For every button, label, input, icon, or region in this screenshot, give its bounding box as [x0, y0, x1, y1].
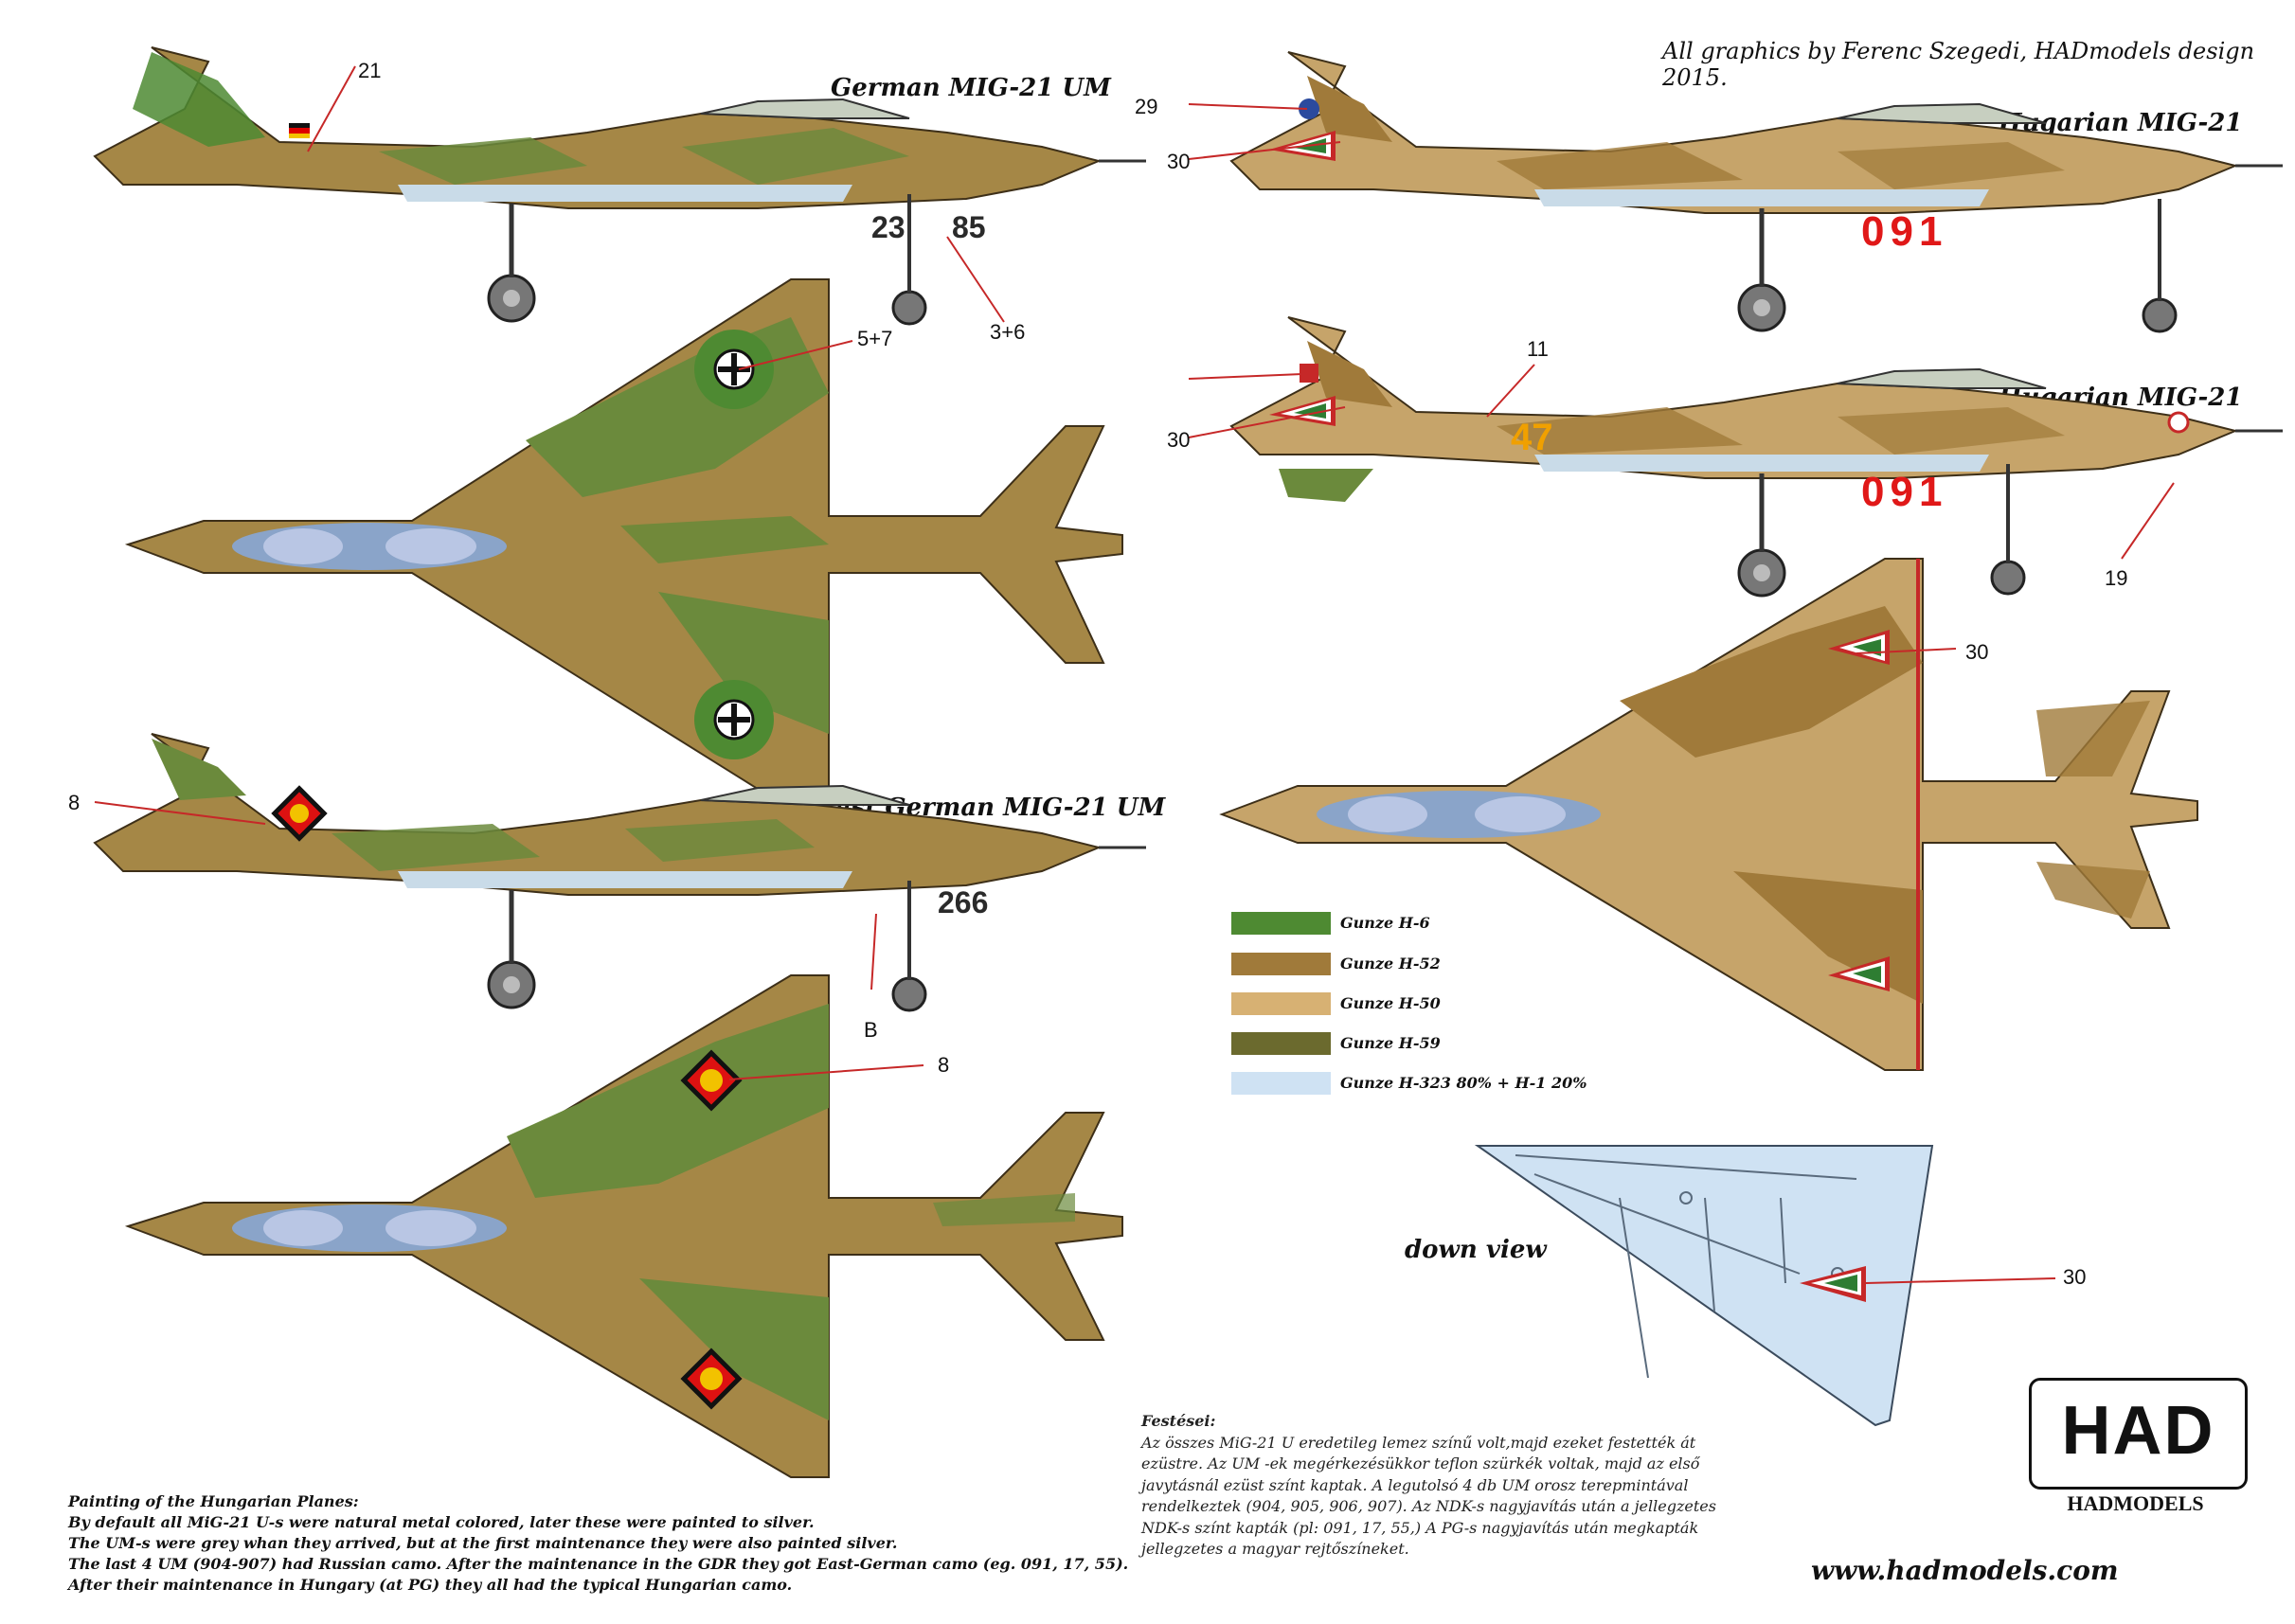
callout-5-7: 5+7	[857, 327, 893, 350]
notes-en-line: By default all MiG-21 U-s were natural m…	[68, 1513, 815, 1531]
swatch-h50	[1231, 992, 1331, 1015]
logo-subtitle: HADMODELS	[2067, 1491, 2204, 1515]
notes-hu-heading: Festései:	[1141, 1412, 1216, 1430]
notes-hu-line: Az összes MiG-21 U eredetileg lemez szín…	[1141, 1433, 1696, 1452]
swatch-h6	[1231, 912, 1331, 935]
swatch-h59	[1231, 1032, 1331, 1055]
notes-hungarian: Festései: Az összes MiG-21 U eredetileg …	[1141, 1411, 1716, 1561]
logo-frame	[2029, 1378, 2248, 1490]
swatch-label-h6: Gunze H-6	[1340, 914, 1430, 932]
hadmodels-logo: HAD HADMODELS	[2019, 1378, 2251, 1520]
callout-30d: 30	[2063, 1265, 2087, 1289]
notes-en-heading: Painting of the Hungarian Planes:	[68, 1492, 359, 1510]
german-serial-left: 23	[871, 210, 905, 244]
notes-en-line: The UM-s were grey whan they arrived, bu…	[68, 1534, 898, 1552]
callout-3-6: 3+6	[990, 320, 1026, 344]
logo-text: HAD	[2061, 1393, 2215, 1469]
hungarian-serial-2: 091	[1861, 469, 1948, 515]
notes-hu-line: javytásnál ezüst színt kaptak. A legutol…	[1141, 1475, 1689, 1494]
notes-en-line: The last 4 UM (904-907) had Russian camo…	[68, 1555, 1129, 1573]
credit-text: All graphics by Ferenc Szegedi, HADmodel…	[1662, 38, 2255, 91]
east-german-serial: 266	[938, 885, 989, 919]
title-german: German MIG-21 UM	[831, 74, 1111, 102]
callout-29: 29	[1135, 95, 1158, 118]
notes-hu-line: rendelkeztek (904, 905, 906, 907). Az ND…	[1141, 1497, 1716, 1515]
swatch-label-h52: Gunze H-52	[1340, 955, 1441, 973]
german-serial-right: 85	[952, 210, 986, 244]
callout-11: 11	[1527, 337, 1549, 361]
swatch-label-h59: Gunze H-59	[1340, 1034, 1441, 1052]
title-down-view: down view	[1405, 1236, 1547, 1264]
callout-8a: 8	[68, 791, 81, 814]
hungarian-tail-number: 47	[1511, 417, 1553, 458]
callout-21: 21	[358, 59, 382, 82]
hungarian-serial-1: 091	[1861, 208, 1948, 255]
callout-30b: 30	[1167, 428, 1191, 452]
callout-30c: 30	[1965, 640, 1989, 664]
callout-b: B	[864, 1018, 878, 1042]
swatch-h52	[1231, 953, 1331, 975]
callout-8b: 8	[938, 1053, 950, 1077]
website-link[interactable]: www.hadmodels.com	[1811, 1555, 2119, 1586]
notes-en-line: After their maintenance in Hungary (at P…	[68, 1576, 793, 1594]
callout-19: 19	[2105, 566, 2128, 590]
callout-30a: 30	[1167, 150, 1191, 173]
notes-english: Painting of the Hungarian Planes: By def…	[68, 1491, 1128, 1596]
notes-hu-line: NDK-s színt kapták (pl: 091, 17, 55,) A …	[1141, 1518, 1699, 1537]
notes-hu-line: jellegzetes a magyar rejtőszíneket.	[1141, 1540, 1409, 1558]
swatch-h323	[1231, 1072, 1331, 1095]
swatch-label-h323: Gunze H-323 80% + H-1 20%	[1340, 1074, 1587, 1092]
notes-hu-line: ezüstre. Az UM -ek megérkezésükkor teflo…	[1141, 1454, 1700, 1472]
swatch-label-h50: Gunze H-50	[1340, 994, 1441, 1012]
